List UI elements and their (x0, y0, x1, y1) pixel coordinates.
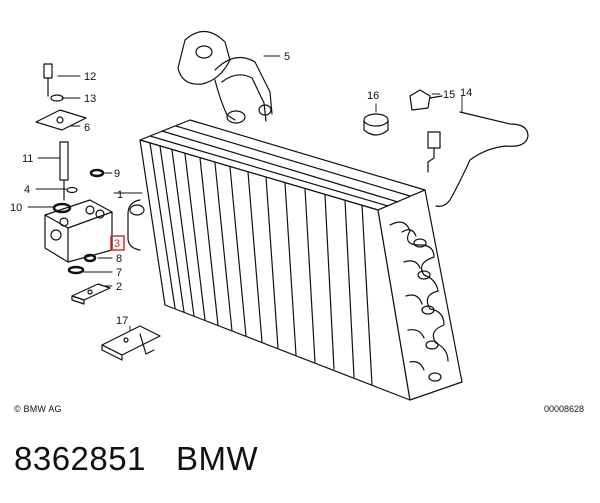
callout-14: 14 (460, 87, 472, 99)
temperature-sensor (409, 89, 529, 207)
diagram-code: 00008628 (543, 404, 584, 414)
evaporator-core (127, 119, 463, 401)
copyright-notice: © BMW AG (14, 404, 62, 414)
parts-diagram: 1 2 3 4 5 6 7 8 9 10 11 12 13 14 15 16 1… (10, 30, 529, 401)
plug-part (363, 113, 389, 136)
callout-4: 4 (24, 184, 30, 196)
holder-part (101, 325, 161, 361)
callout-7: 7 (116, 267, 122, 279)
callout-13: 13 (84, 93, 96, 105)
mount-bracket-upper (35, 63, 87, 131)
part-number: 8362851 (14, 440, 146, 477)
callout-9: 9 (114, 168, 120, 180)
brand-name: BMW (175, 440, 259, 477)
callout-8: 8 (116, 253, 122, 265)
callout-2: 2 (116, 281, 122, 293)
caption: 8362851 BMW (14, 440, 288, 478)
mount-bracket-lower (71, 283, 111, 305)
callout-12: 12 (84, 71, 96, 83)
callout-16: 16 (367, 90, 379, 102)
callout-10: 10 (10, 202, 22, 214)
highlight-box (110, 235, 125, 251)
callout-17: 17 (116, 315, 128, 327)
callout-1: 1 (117, 189, 123, 201)
callout-3: 3 (114, 238, 120, 250)
callout-11: 11 (22, 153, 33, 165)
expansion-valve (44, 199, 113, 263)
hose-part (177, 30, 273, 124)
callout-6: 6 (84, 122, 90, 134)
callout-15: 15 (443, 89, 455, 101)
callout-5: 5 (284, 51, 290, 63)
